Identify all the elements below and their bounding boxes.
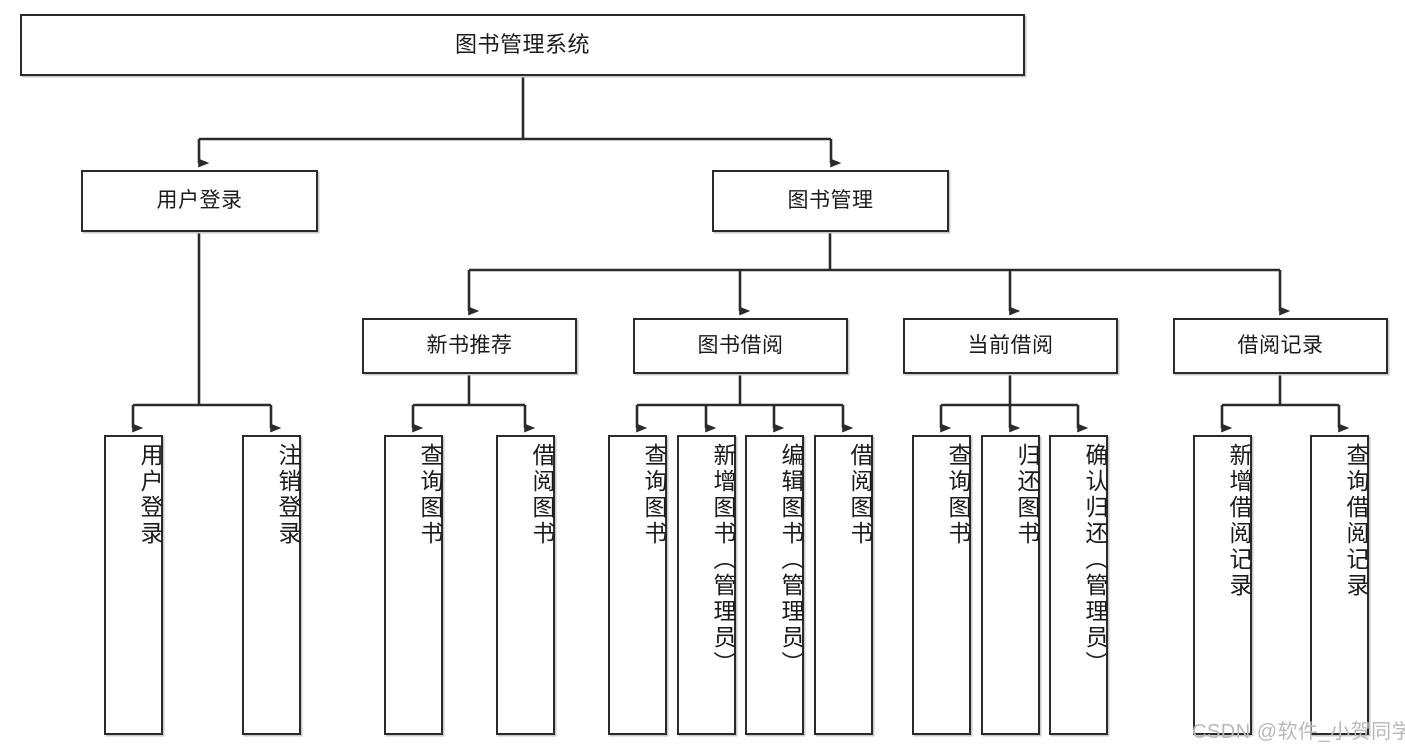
node-leaf-query-book-2-label: 查询图书 [641, 443, 667, 547]
node-leaf-add-record-label: 新增借阅记录 [1226, 443, 1252, 599]
node-borrow-record[interactable]: 借阅记录 [1173, 318, 1388, 374]
node-leaf-logout-login[interactable]: 注销登录 [242, 435, 301, 735]
node-leaf-query-book-2[interactable]: 查询图书 [608, 435, 667, 735]
node-leaf-borrow-book-2-label: 借阅图书 [847, 443, 873, 547]
node-leaf-borrow-book-1[interactable]: 借阅图书 [496, 435, 555, 735]
node-root[interactable]: 图书管理系统 [20, 14, 1025, 76]
node-leaf-query-record[interactable]: 查询借阅记录 [1310, 435, 1369, 735]
node-leaf-edit-book-label: 编辑图书（管理员） [778, 443, 804, 677]
node-new-book-recommend-label: 新书推荐 [426, 333, 513, 357]
node-leaf-borrow-book-2[interactable]: 借阅图书 [814, 435, 873, 735]
node-book-borrow[interactable]: 图书借阅 [633, 318, 848, 374]
node-leaf-user-login-label: 用户登录 [137, 443, 163, 547]
node-book-manage-label: 图书管理 [787, 188, 874, 212]
node-leaf-add-record[interactable]: 新增借阅记录 [1193, 435, 1252, 735]
node-leaf-edit-book[interactable]: 编辑图书（管理员） [745, 435, 804, 735]
node-leaf-return-book[interactable]: 归还图书 [981, 435, 1040, 735]
node-user-login-label: 用户登录 [156, 188, 243, 212]
watermark: CSDN @软件_小贺同学 [1192, 721, 1405, 743]
node-leaf-add-book[interactable]: 新增图书（管理员） [677, 435, 736, 735]
node-leaf-query-book-3-label: 查询图书 [945, 443, 971, 547]
node-leaf-return-book-label: 归还图书 [1014, 443, 1040, 547]
node-current-borrow[interactable]: 当前借阅 [903, 318, 1118, 374]
node-leaf-confirm-return[interactable]: 确认归还（管理员） [1049, 435, 1108, 735]
node-root-label: 图书管理系统 [454, 32, 590, 58]
node-user-login[interactable]: 用户登录 [81, 170, 318, 232]
node-leaf-borrow-book-1-label: 借阅图书 [529, 443, 555, 547]
node-leaf-confirm-return-label: 确认归还（管理员） [1082, 443, 1108, 677]
node-new-book-recommend[interactable]: 新书推荐 [362, 318, 577, 374]
node-leaf-query-book-1[interactable]: 查询图书 [384, 435, 443, 735]
node-book-borrow-label: 图书借阅 [697, 333, 784, 357]
node-leaf-user-login[interactable]: 用户登录 [104, 435, 163, 735]
node-book-manage[interactable]: 图书管理 [712, 170, 949, 232]
node-leaf-add-book-label: 新增图书（管理员） [710, 443, 736, 677]
node-leaf-query-book-3[interactable]: 查询图书 [912, 435, 971, 735]
node-leaf-query-record-label: 查询借阅记录 [1343, 443, 1369, 599]
node-current-borrow-label: 当前借阅 [967, 333, 1054, 357]
node-leaf-query-book-1-label: 查询图书 [417, 443, 443, 547]
node-borrow-record-label: 借阅记录 [1237, 333, 1324, 357]
node-leaf-logout-login-label: 注销登录 [275, 443, 301, 547]
